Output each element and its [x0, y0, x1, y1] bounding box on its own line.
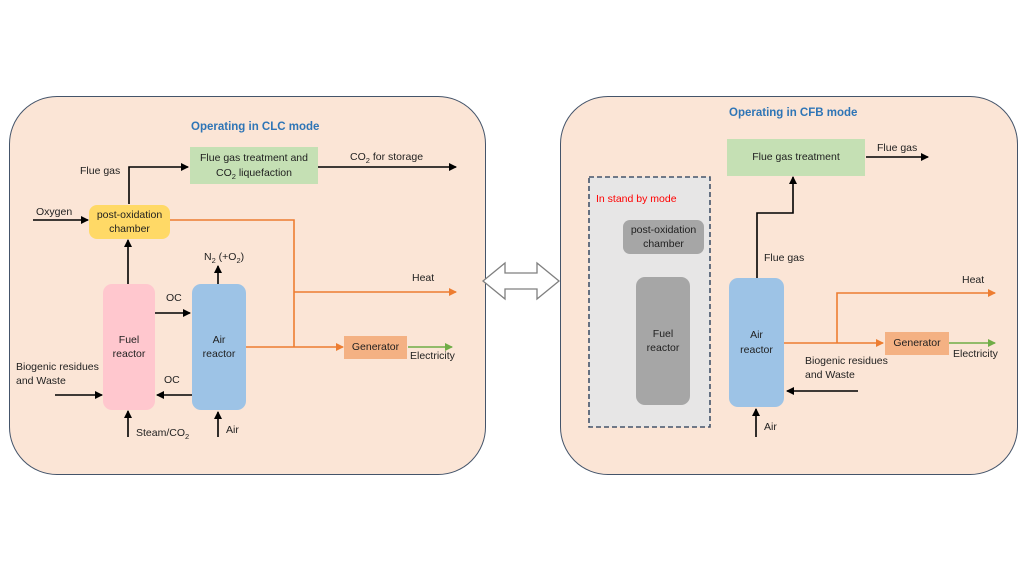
- cfb-generator: Generator: [885, 332, 949, 355]
- oc-bottom-label: OC: [164, 374, 180, 386]
- flue-gas-treatment-box: Flue gas treatment and CO2 liquefaction: [190, 147, 318, 184]
- mode-switch-double-arrow: [481, 261, 561, 301]
- clc-title: Operating in CLC mode: [191, 121, 320, 133]
- oc-top-label: OC: [166, 292, 182, 304]
- cfb-heat-arrow: [836, 289, 996, 343]
- cfb-air-label: Air: [764, 421, 777, 433]
- electricity-label: Electricity: [410, 350, 455, 362]
- post-oxidation-heat-line: [170, 219, 295, 347]
- n2-label: N2 (+O2): [204, 251, 245, 265]
- flue-gas-label: Flue gas: [80, 165, 121, 177]
- cfb-flue-gas-arrow: [756, 176, 797, 278]
- flue-gas-arrow: [128, 163, 189, 204]
- co2-storage-label: CO2 for storage: [350, 151, 424, 165]
- cfb-flue-gas-treatment-box: Flue gas treatment: [727, 139, 865, 176]
- cfb-flue-gas-label: Flue gas: [764, 252, 805, 264]
- standby-label: In stand by mode: [596, 193, 677, 205]
- cfb-title: Operating in CFB mode: [729, 107, 858, 119]
- cfb-flue-gas-out-label: Flue gas: [877, 142, 918, 154]
- generator: Generator: [344, 336, 407, 359]
- cfb-heat-label: Heat: [962, 274, 985, 286]
- heat-label: Heat: [412, 272, 435, 284]
- oxygen-label: Oxygen: [36, 206, 73, 218]
- cfb-electricity-label: Electricity: [953, 348, 998, 360]
- flue-gas-treatment-line1: Flue gas treatment and: [200, 152, 308, 165]
- air-label: Air: [226, 424, 239, 436]
- steam-co2-label: Steam/CO2: [136, 427, 190, 441]
